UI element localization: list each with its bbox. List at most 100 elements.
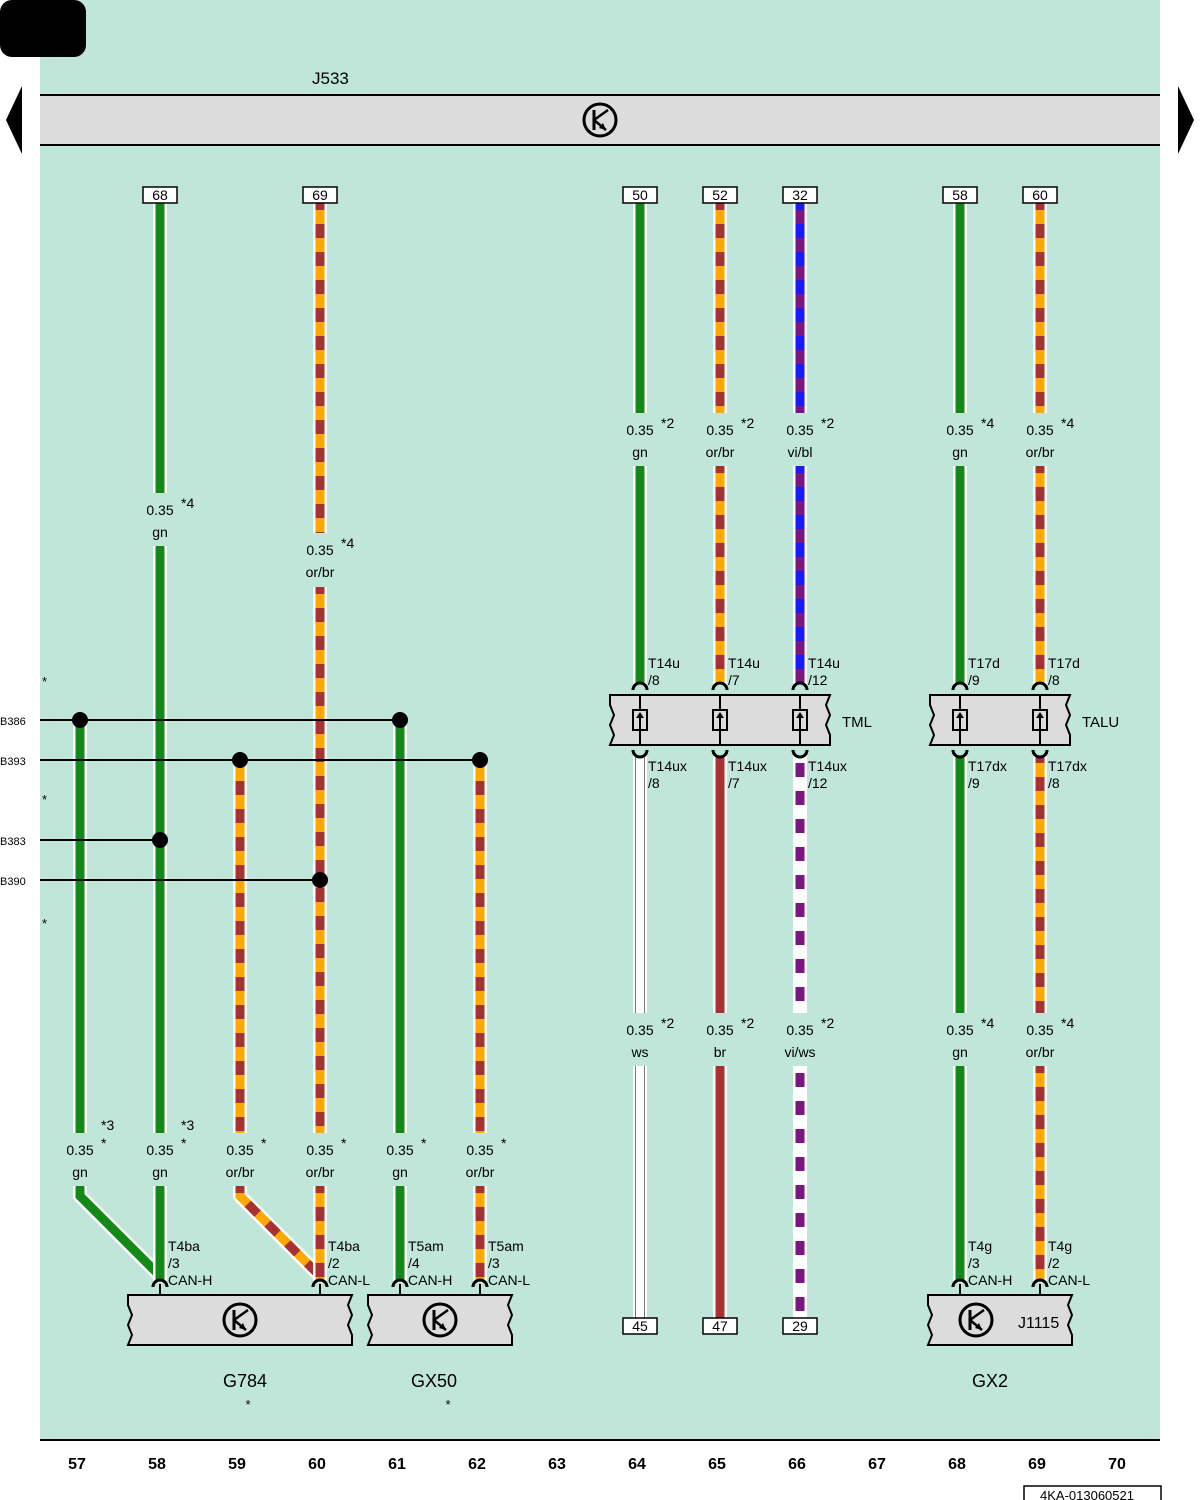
connector-label: T5am — [408, 1238, 444, 1254]
pin-number: 47 — [712, 1318, 728, 1334]
wire-color: or/br — [306, 564, 335, 580]
wire-size: 0.35 — [386, 1142, 413, 1158]
wire-note: *4 — [981, 1015, 994, 1031]
column-number: 70 — [1108, 1456, 1126, 1473]
wire-size: 0.35 — [1026, 422, 1053, 438]
connector-label: T4ba — [168, 1238, 200, 1254]
wire-color: or/br — [706, 444, 735, 460]
module-gx50[interactable] — [366, 1294, 514, 1346]
next-page-arrow-icon[interactable] — [1178, 86, 1194, 154]
wire-note: *2 — [741, 415, 754, 431]
terminal-arrowhead-icon — [1036, 712, 1044, 718]
connector-pin: /7 — [728, 775, 740, 791]
terminal-arrowhead-icon — [956, 712, 964, 718]
wire-color: gn — [152, 524, 168, 540]
prev-page-arrow-icon[interactable] — [6, 86, 22, 154]
pin-number: 50 — [632, 187, 648, 203]
connector-pin: /9 — [968, 672, 980, 688]
connector-label: T4ba — [328, 1238, 360, 1254]
page-tab[interactable] — [0, 0, 86, 57]
wire-color: gn — [152, 1164, 168, 1180]
plug-contact-icon — [951, 1278, 969, 1288]
junction-dot — [72, 712, 88, 728]
connector-pin: /3 — [168, 1255, 180, 1271]
pin-box — [782, 186, 818, 204]
wire-note: *3 — [181, 1117, 194, 1133]
connector-pin: /12 — [808, 775, 828, 791]
column-number: 65 — [708, 1456, 726, 1473]
wire-color: or/br — [466, 1164, 495, 1180]
plug-contact-icon — [791, 681, 809, 691]
plug-contact-icon — [631, 749, 649, 759]
wire-color: gn — [392, 1164, 408, 1180]
column-number: 69 — [1028, 1456, 1046, 1473]
pin-box — [702, 186, 738, 204]
wire-note: *4 — [981, 415, 994, 431]
module-j1115-label: J1115 — [1018, 1315, 1059, 1332]
wire-note: *2 — [821, 1015, 834, 1031]
pin-box — [142, 186, 178, 204]
plug-contact-icon — [631, 681, 649, 691]
column-number: 64 — [628, 1456, 646, 1473]
pin-number: 60 — [1032, 187, 1048, 203]
wire-size: 0.35 — [706, 1022, 733, 1038]
terminal-arrowhead-icon — [636, 712, 644, 718]
connector-pin: /8 — [648, 672, 660, 688]
column-number: 60 — [308, 1456, 326, 1473]
pin-number: 52 — [712, 187, 728, 203]
connector-pin: /3 — [968, 1255, 980, 1271]
wire-size: 0.35 — [306, 542, 333, 558]
connector-label: T4g — [968, 1238, 992, 1254]
wire-color: vi/ws — [784, 1044, 815, 1060]
wire-57-to-g784[interactable] — [75, 1186, 164, 1280]
connector-label: T17dx — [1048, 758, 1087, 774]
junction-dot — [152, 832, 168, 848]
wire-color: gn — [72, 1164, 88, 1180]
wire-note: * — [421, 1135, 427, 1151]
pin-number: 69 — [312, 187, 328, 203]
column-number: 59 — [228, 1456, 246, 1473]
wire-size: 0.35 — [66, 1142, 93, 1158]
connector-label: T17d — [1048, 655, 1080, 671]
wire-size: 0.35 — [786, 422, 813, 438]
column-number: 57 — [68, 1456, 86, 1473]
pin-box — [302, 186, 338, 204]
module-gx50-body — [366, 1294, 514, 1346]
pin-box — [622, 186, 658, 204]
plug-contact-icon — [951, 681, 969, 691]
module-gx2[interactable]: J1115 — [926, 1294, 1074, 1346]
wire-size: 0.35 — [466, 1142, 493, 1158]
wire-size: 0.35 — [1026, 1022, 1053, 1038]
wire-note: *4 — [1061, 415, 1074, 431]
connector-signal: CAN-L — [328, 1272, 370, 1288]
module-g784-label: G784 — [223, 1371, 267, 1391]
wire-color: ws — [630, 1044, 648, 1060]
plug-contact-icon — [791, 749, 809, 759]
module-talu-body — [928, 694, 1072, 746]
wire-note: *2 — [741, 1015, 754, 1031]
connector-labels: T14u /8 T14u /7 T14u /12 T14ux /8 T14ux … — [648, 655, 1087, 791]
wire-note: *2 — [661, 415, 674, 431]
module-gx50-label: GX50 — [411, 1371, 457, 1391]
connector-pin: /8 — [1048, 672, 1060, 688]
connector-signal: CAN-H — [168, 1272, 212, 1288]
connector-label: T14u — [808, 655, 840, 671]
column-number: 66 — [788, 1456, 806, 1473]
connector-label: T14ux — [808, 758, 847, 774]
device-plugs — [151, 1278, 1049, 1295]
wire-size: 0.35 — [946, 422, 973, 438]
side-note: * — [42, 674, 47, 689]
module-j533-label: J533 — [312, 69, 349, 88]
bus-lines — [40, 712, 488, 888]
module-talu[interactable]: TALU — [928, 694, 1119, 746]
side-notes: * * * — [42, 674, 47, 931]
plug-contact-icon — [1031, 1278, 1049, 1288]
wire-note: *4 — [181, 495, 194, 511]
module-g784[interactable] — [126, 1294, 354, 1346]
wire-note: * — [501, 1135, 507, 1151]
column-number: 63 — [548, 1456, 566, 1473]
connector-pin: /2 — [328, 1255, 340, 1271]
column-number: 68 — [948, 1456, 966, 1473]
wire-note: *2 — [821, 415, 834, 431]
